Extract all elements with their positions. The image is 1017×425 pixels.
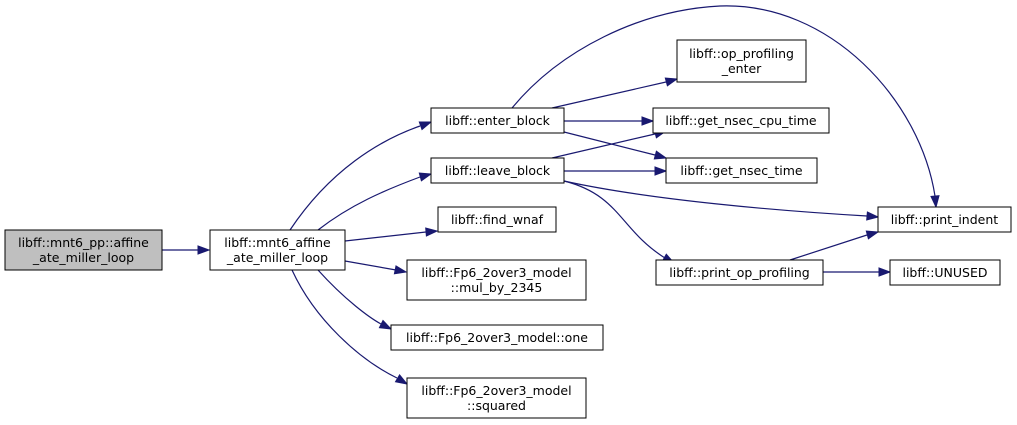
- arrowhead-n_mnt6-to-n_one: [378, 319, 393, 330]
- node-cpu[interactable]: libff::get_nsec_cpu_time: [652, 107, 830, 134]
- node-box: [676, 39, 807, 83]
- node-label-line: libff::get_nsec_cpu_time: [665, 113, 816, 128]
- edge-n_mnt6-to-n_wnaf: [344, 231, 427, 242]
- node-label-line: libff::mnt6_pp::affine: [18, 235, 149, 250]
- node-box: [877, 206, 1012, 233]
- node-mnt6[interactable]: libff::mnt6_affine_ate_miller_loop: [209, 229, 346, 271]
- node-label-line: libff::op_profiling: [689, 46, 794, 61]
- node-box: [390, 324, 604, 351]
- edge-n_enter-to-n_indent: [511, 5, 936, 197]
- arrowhead-n_leave-to-n_indent: [866, 211, 880, 221]
- node-one[interactable]: libff::Fp6_2over3_model::one: [390, 324, 604, 351]
- edge-n_leave-to-n_printop: [563, 180, 666, 259]
- edge-n_leave-to-n_cpu: [551, 133, 656, 159]
- edge-n_mnt6-to-n_sq: [291, 269, 398, 379]
- node-enter[interactable]: libff::enter_block: [430, 107, 565, 134]
- node-box: [665, 157, 818, 184]
- nodes-layer: libff::mnt6_pp::affine_ate_miller_loopli…: [4, 39, 1012, 419]
- node-label-line: ::mul_by_2345: [451, 280, 543, 295]
- node-box: [209, 229, 346, 271]
- arrowhead-n_printop-to-n_unused: [878, 267, 892, 277]
- node-box: [889, 259, 1001, 286]
- node-indent[interactable]: libff::print_indent: [877, 206, 1012, 233]
- node-label-line: libff::print_indent: [891, 212, 998, 227]
- arrowhead-n_enter-to-n_nsec: [653, 150, 668, 160]
- node-box: [652, 107, 830, 134]
- arrowhead-n_mnt6-to-n_wnaf: [425, 227, 439, 237]
- node-nsec[interactable]: libff::get_nsec_time: [665, 157, 818, 184]
- edges-layer: [162, 5, 936, 379]
- arrowhead-n_enter-to-n_indent: [930, 195, 940, 209]
- node-label-line: _enter: [721, 61, 762, 76]
- edge-n_mnt6-to-n_enter: [289, 125, 421, 231]
- node-label-line: libff::leave_block: [445, 163, 551, 178]
- arrowhead-n_leave-to-n_nsec: [654, 166, 668, 176]
- node-label-line: libff::Fp6_2over3_model: [421, 265, 571, 280]
- node-sq[interactable]: libff::Fp6_2over3_model::squared: [406, 377, 587, 419]
- arrowhead-n_printop-to-n_indent: [865, 230, 880, 240]
- node-box: [406, 377, 587, 419]
- node-box: [4, 229, 163, 271]
- node-unused[interactable]: libff::UNUSED: [889, 259, 1001, 286]
- node-label-line: libff::Fp6_2over3_model::one: [406, 330, 588, 345]
- node-label-line: libff::find_wnaf: [451, 212, 544, 227]
- arrowhead-n_mnt6-to-n_leave: [418, 172, 433, 182]
- node-leave[interactable]: libff::leave_block: [430, 157, 565, 184]
- edge-n_mnt6-to-n_mul: [344, 260, 397, 271]
- node-label-line: _ate_miller_loop: [32, 250, 134, 265]
- node-label-line: libff::mnt6_affine: [224, 235, 331, 250]
- node-box: [430, 107, 565, 134]
- edge-n_mnt6-to-n_one: [317, 269, 382, 325]
- edge-n_enter-to-n_nsec: [563, 131, 656, 156]
- node-label-line: libff::UNUSED: [902, 265, 987, 280]
- node-label-line: ::squared: [467, 398, 526, 413]
- edge-n_leave-to-n_indent: [563, 180, 868, 217]
- node-openter[interactable]: libff::op_profiling_enter: [676, 39, 807, 83]
- node-label-line: libff::enter_block: [445, 113, 550, 128]
- edge-n_enter-to-n_openter: [551, 81, 667, 109]
- arrowhead-n_mnt6-to-n_sq: [394, 374, 409, 385]
- arrowhead-n_enter-to-n_cpu: [641, 116, 655, 126]
- arrowhead-root-to-n_mnt6: [197, 245, 211, 255]
- node-mul[interactable]: libff::Fp6_2over3_model::mul_by_2345: [406, 259, 587, 301]
- node-label-line: libff::get_nsec_time: [680, 163, 802, 178]
- node-label-line: libff::print_op_profiling: [669, 265, 810, 280]
- arrowhead-n_mnt6-to-n_enter: [418, 121, 433, 131]
- arrowhead-n_mnt6-to-n_mul: [393, 265, 408, 275]
- edge-n_mnt6-to-n_leave: [317, 176, 421, 231]
- node-root[interactable]: libff::mnt6_pp::affine_ate_miller_loop: [4, 229, 163, 271]
- node-label-line: _ate_miller_loop: [226, 250, 328, 265]
- edge-n_printop-to-n_indent: [789, 234, 868, 261]
- node-box: [406, 259, 587, 301]
- node-wnaf[interactable]: libff::find_wnaf: [437, 206, 557, 233]
- node-label-line: libff::Fp6_2over3_model: [421, 383, 571, 398]
- node-printop[interactable]: libff::print_op_profiling: [655, 259, 824, 286]
- node-box: [655, 259, 824, 286]
- node-box: [430, 157, 565, 184]
- arrowhead-n_enter-to-n_openter: [664, 77, 679, 87]
- node-box: [437, 206, 557, 233]
